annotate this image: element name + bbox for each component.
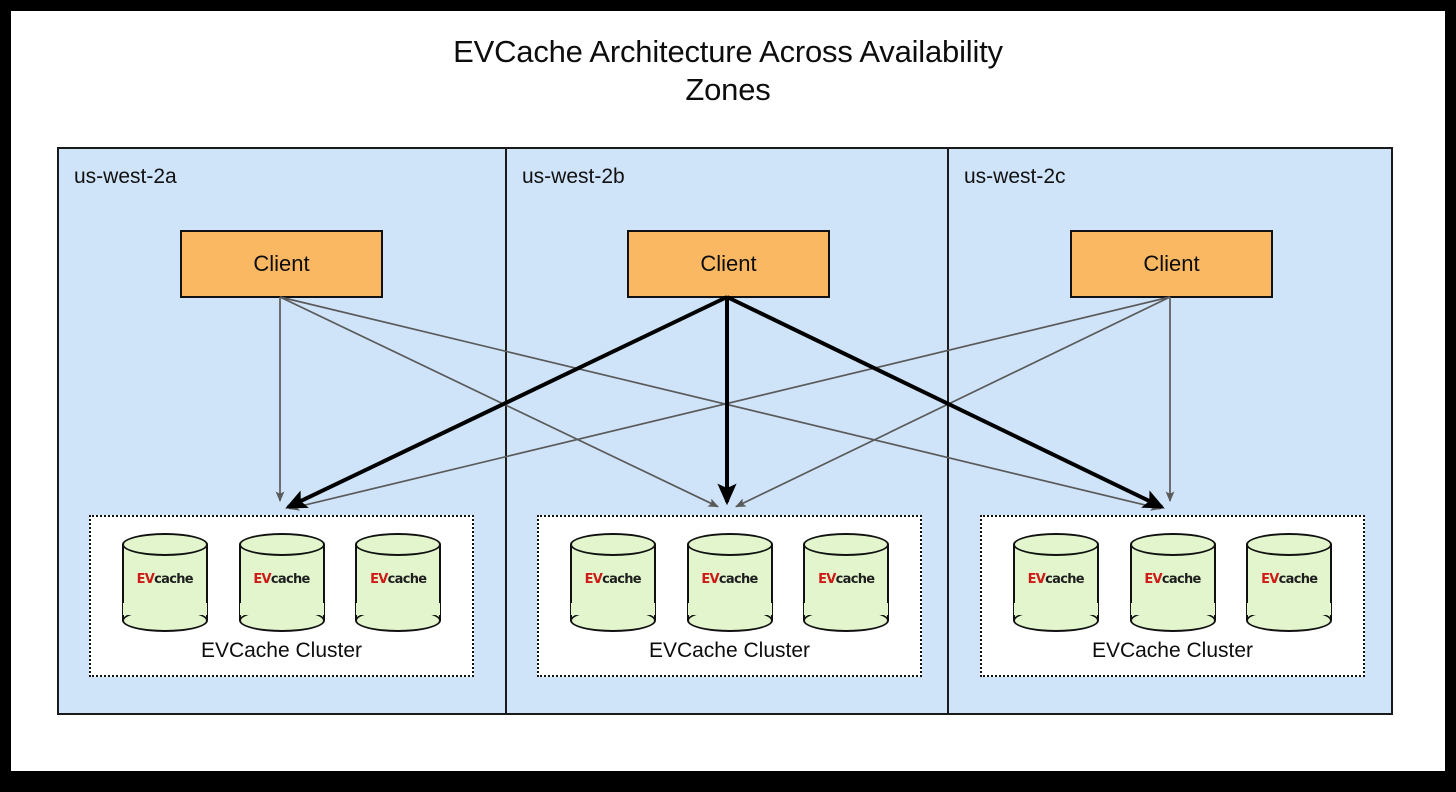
page-title: EVCache Architecture Across Availability… bbox=[453, 34, 1003, 107]
evcache-logo-suffix: cache bbox=[1045, 572, 1084, 587]
cylinder-top bbox=[569, 533, 656, 556]
client-box-us-west-2a[interactable]: Client bbox=[180, 230, 383, 298]
evcache-logo: EVcache bbox=[687, 573, 773, 587]
cylinder-seam-mask bbox=[1247, 603, 1332, 615]
evcache-node[interactable]: EVcache bbox=[238, 533, 325, 632]
client-box-us-west-2b[interactable]: Client bbox=[627, 230, 830, 298]
evcache-logo-suffix: cache bbox=[718, 572, 758, 587]
evcache-logo-prefix: EV bbox=[701, 572, 719, 587]
evcache-logo: EVcache bbox=[803, 573, 889, 587]
evcache-logo-prefix: EV bbox=[1144, 572, 1162, 587]
evcache-logo-prefix: EV bbox=[584, 572, 603, 587]
zone-us-west-2a: us-west-2a bbox=[59, 149, 505, 713]
cluster-node-row: EVcache EVcache EVcache bbox=[539, 533, 920, 633]
cylinder-seam-mask bbox=[804, 603, 889, 615]
client-box-us-west-2c[interactable]: Client bbox=[1070, 230, 1273, 298]
evcache-node[interactable]: EVcache bbox=[686, 533, 773, 632]
cylinder-seam-mask bbox=[1013, 603, 1098, 615]
evcache-node[interactable]: EVcache bbox=[121, 533, 208, 632]
cluster-label: EVCache Cluster bbox=[1091, 639, 1254, 662]
evcache-node[interactable]: EVcache bbox=[355, 533, 442, 632]
evcache-logo: EVcache bbox=[122, 573, 208, 587]
cylinder-top bbox=[1246, 533, 1333, 556]
evcache-logo-prefix: EV bbox=[136, 572, 155, 587]
cylinder-seam-mask bbox=[1130, 603, 1215, 615]
evcache-logo-suffix: cache bbox=[270, 572, 310, 587]
evcache-logo: EVcache bbox=[570, 573, 656, 587]
evcache-logo: EVcache bbox=[1013, 573, 1099, 587]
evcache-logo-suffix: cache bbox=[387, 572, 427, 587]
cluster-box-us-west-2a[interactable]: EVcache EVcache EVcache bbox=[89, 515, 474, 677]
cylinder-seam-mask bbox=[687, 603, 772, 615]
evcache-node[interactable]: EVcache bbox=[1246, 533, 1333, 632]
evcache-logo-prefix: EV bbox=[1261, 572, 1279, 587]
availability-zones-container: us-west-2a us-west-2b us-west-2c Client … bbox=[57, 147, 1393, 715]
client-label: Client bbox=[1143, 251, 1200, 276]
evcache-node[interactable]: EVcache bbox=[803, 533, 890, 632]
cylinder-top bbox=[121, 533, 208, 556]
evcache-logo: EVcache bbox=[1130, 573, 1216, 587]
diagram-canvas: EVCache Architecture Across Availability… bbox=[11, 11, 1445, 771]
cylinder-seam-mask bbox=[239, 603, 324, 615]
evcache-logo-suffix: cache bbox=[1161, 572, 1201, 587]
zone-label-us-west-2c: us-west-2c bbox=[964, 165, 1066, 188]
client-label: Client bbox=[253, 251, 310, 276]
cylinder-seam-mask bbox=[122, 603, 207, 615]
cluster-box-us-west-2c[interactable]: EVcache EVcache EVcache bbox=[980, 515, 1365, 677]
evcache-logo-prefix: EV bbox=[818, 572, 836, 587]
cluster-node-row: EVcache EVcache EVcache bbox=[91, 533, 472, 633]
evcache-logo-suffix: cache bbox=[1278, 572, 1318, 587]
cylinder-top bbox=[803, 533, 890, 556]
evcache-logo-prefix: EV bbox=[1027, 572, 1046, 587]
cylinder-top bbox=[355, 533, 442, 556]
cylinder-seam-mask bbox=[570, 603, 655, 615]
client-label: Client bbox=[700, 251, 757, 276]
cluster-label: EVCache Cluster bbox=[648, 639, 811, 662]
zone-label-us-west-2b: us-west-2b bbox=[522, 165, 625, 188]
cylinder-top bbox=[1012, 533, 1099, 556]
evcache-logo-suffix: cache bbox=[602, 572, 641, 587]
cluster-label: EVCache Cluster bbox=[200, 639, 363, 662]
evcache-logo: EVcache bbox=[239, 573, 325, 587]
evcache-logo: EVcache bbox=[355, 573, 441, 587]
cylinder-top bbox=[686, 533, 773, 556]
evcache-logo-prefix: EV bbox=[253, 572, 271, 587]
cluster-box-us-west-2b[interactable]: EVcache EVcache EVcache bbox=[537, 515, 922, 677]
cylinder-top bbox=[238, 533, 325, 556]
cylinder-top bbox=[1129, 533, 1216, 556]
evcache-logo-suffix: cache bbox=[835, 572, 875, 587]
evcache-node[interactable]: EVcache bbox=[1129, 533, 1216, 632]
evcache-logo-suffix: cache bbox=[154, 572, 193, 587]
evcache-logo: EVcache bbox=[1246, 573, 1332, 587]
evcache-logo-prefix: EV bbox=[370, 572, 388, 587]
zone-label-us-west-2a: us-west-2a bbox=[74, 165, 177, 188]
evcache-node[interactable]: EVcache bbox=[569, 533, 656, 632]
cluster-node-row: EVcache EVcache EVcache bbox=[982, 533, 1363, 633]
evcache-node[interactable]: EVcache bbox=[1012, 533, 1099, 632]
cylinder-seam-mask bbox=[356, 603, 441, 615]
